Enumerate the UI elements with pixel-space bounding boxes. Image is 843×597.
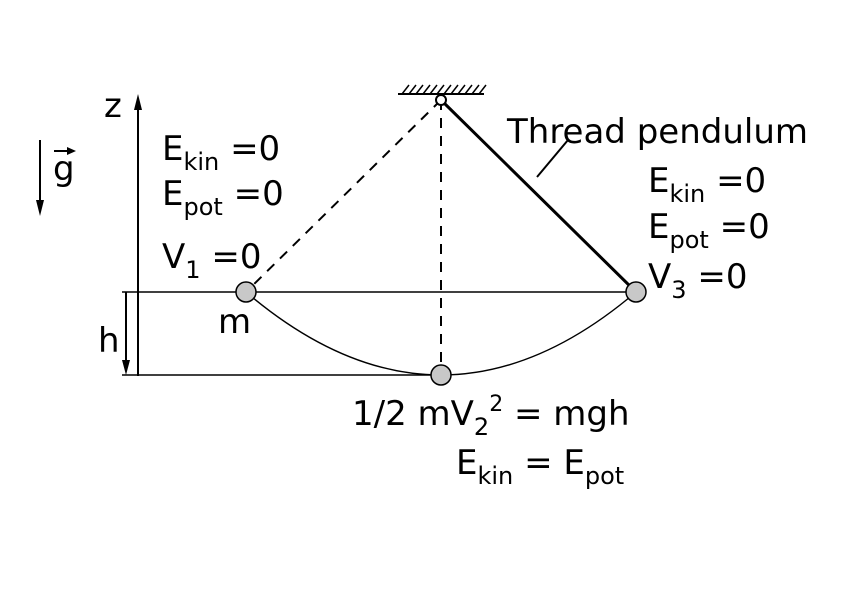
right-epot: Epot =0 xyxy=(648,207,770,254)
right-ekin: Ekin =0 xyxy=(648,161,766,208)
ceiling-hatching xyxy=(401,84,487,95)
vector-arrowhead xyxy=(67,147,76,155)
hatch-stroke xyxy=(443,84,452,95)
hatch-stroke xyxy=(478,84,487,95)
bob-right xyxy=(625,281,647,303)
hatch-stroke xyxy=(422,84,431,95)
hatch-stroke xyxy=(464,84,473,95)
gravity-label: g xyxy=(53,149,75,189)
hatch-stroke xyxy=(401,84,410,95)
left-thread-dashed xyxy=(245,99,442,293)
z-axis-label: z xyxy=(104,86,122,126)
left-epot: Epot =0 xyxy=(162,174,284,221)
bob-bottom xyxy=(430,364,452,386)
ceiling-support xyxy=(398,84,487,95)
thread-pendulum-label: Thread pendulum xyxy=(506,112,808,152)
gravity-arrow xyxy=(36,140,44,216)
hatch-stroke xyxy=(415,84,424,95)
right-velocity: V3 =0 xyxy=(648,257,747,304)
left-ekin: Ekin =0 xyxy=(162,129,280,176)
kinetic-energy-equation: 1/2 mV22 = mgh xyxy=(352,392,630,441)
height-label: h xyxy=(98,321,120,361)
hatch-stroke xyxy=(429,84,438,95)
gravity-vector-mark xyxy=(54,147,76,155)
hatch-stroke xyxy=(457,84,466,95)
hatch-stroke xyxy=(471,84,480,95)
height-dimension-arrowhead xyxy=(122,360,130,375)
energy-balance-equation: Ekin = Epot xyxy=(456,443,624,490)
gravity-arrowhead xyxy=(36,200,44,216)
z-axis xyxy=(134,94,142,376)
left-velocity: V1 =0 xyxy=(162,237,261,284)
z-axis-arrowhead xyxy=(134,94,142,110)
right-thread xyxy=(439,98,638,294)
hatch-stroke xyxy=(408,84,417,95)
hatch-stroke xyxy=(450,84,459,95)
bob-left xyxy=(235,281,257,303)
thread-label-leader xyxy=(536,139,569,178)
hatch-stroke xyxy=(436,84,445,95)
height-dimension xyxy=(122,292,130,375)
mass-label: m xyxy=(218,302,251,342)
pivot-point xyxy=(435,94,447,106)
